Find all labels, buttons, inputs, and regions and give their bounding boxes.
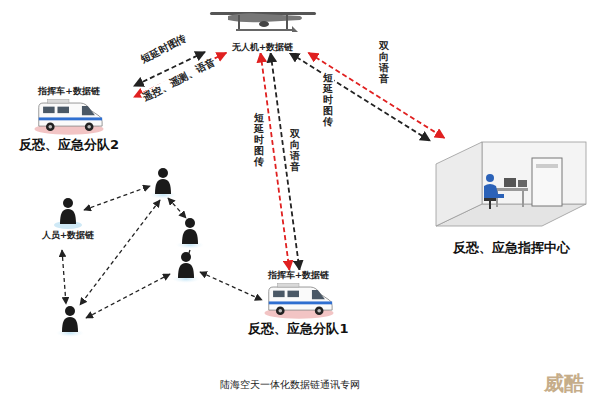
node-box: 反恐、应急指挥中心: [430, 138, 592, 257]
link-connector: [290, 53, 430, 141]
node-caption: 反恐、应急分队2: [17, 137, 121, 154]
drone-icon: [208, 2, 318, 42]
command-room-icon: [432, 138, 590, 238]
link-label: 短延时图传: [253, 112, 265, 167]
vehicle-icon: [263, 281, 335, 319]
link-label: 双向语音: [289, 128, 301, 172]
person-icon: [53, 196, 83, 230]
node-box: 指挥车+数据链反恐、应急分队1: [236, 270, 361, 338]
node-label: 指挥车+数据链: [36, 86, 102, 97]
link-label: 双向语音: [378, 40, 390, 84]
link-label: 短延时图传: [322, 72, 334, 127]
node-label: 人员+数据链: [40, 230, 97, 241]
node-label: 指挥车+数据链: [266, 270, 332, 281]
node-label: 无人机+数据链: [230, 42, 296, 53]
link-connector: [308, 53, 444, 138]
node-box: 无人机+数据链: [205, 2, 320, 53]
node-box: 人员+数据链: [28, 196, 108, 241]
node-box: 指挥车+数据链反恐、应急分队2: [4, 86, 134, 154]
watermark: 威酷: [544, 370, 584, 397]
person-mesh: [62, 186, 262, 318]
link-label: 短延时图传: [138, 32, 190, 67]
node-caption: 反恐、应急分队1: [246, 321, 350, 338]
diagram-caption: 陆海空天一体化数据链通讯专网: [170, 378, 410, 392]
node-label: 反恐、应急指挥中心: [451, 240, 572, 257]
link-label: 遥控、遥测、语音: [140, 56, 218, 105]
vehicle-icon: [33, 97, 105, 135]
